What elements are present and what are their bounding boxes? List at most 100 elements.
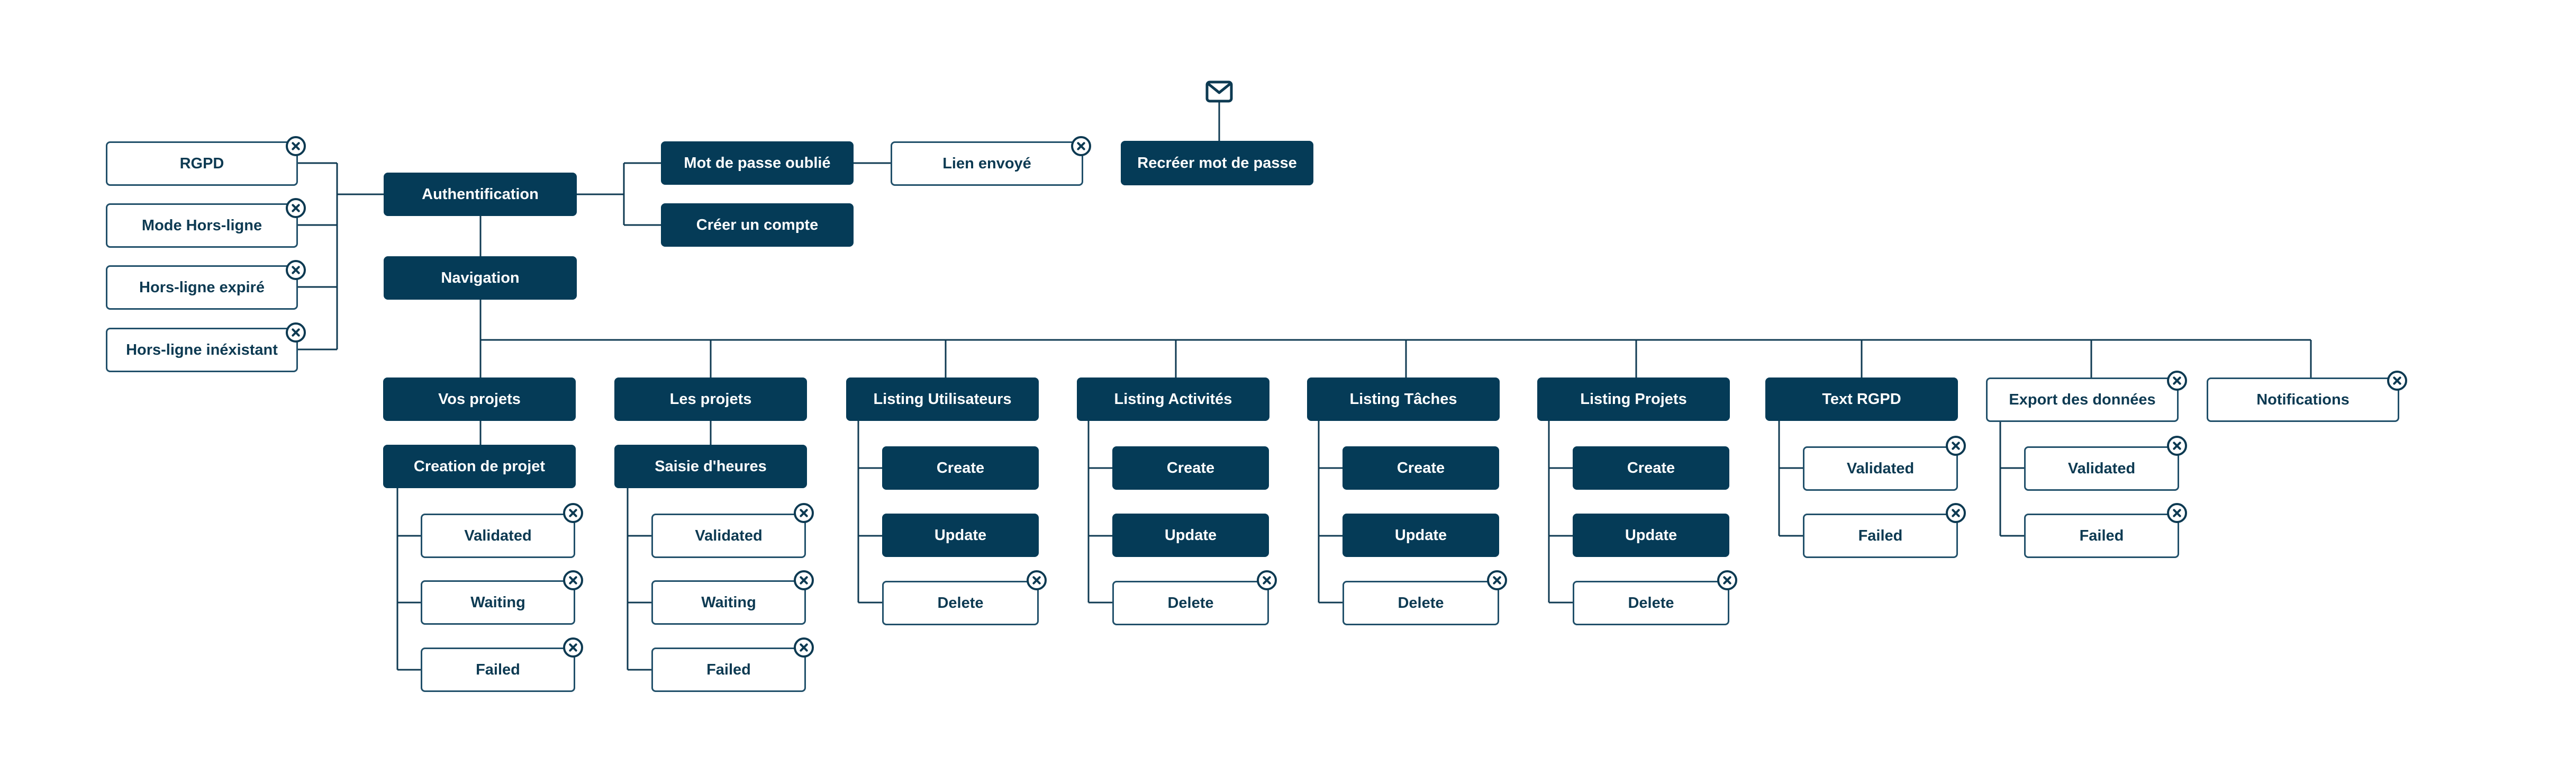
node-vos-projets: Vos projets xyxy=(383,377,576,421)
node-label: Update xyxy=(934,526,987,544)
node-label: Create xyxy=(936,459,985,477)
node-tr-validated: Validated xyxy=(1803,446,1958,491)
envelope-icon xyxy=(1205,80,1233,103)
node-label: Vos projets xyxy=(438,390,521,408)
node-label: Saisie d'heures xyxy=(655,457,767,475)
node-creation-de-projet: Creation de projet xyxy=(383,445,576,488)
node-listing-projets: Listing Projets xyxy=(1537,377,1730,421)
node-lu-create: Create xyxy=(882,446,1039,490)
close-circle-icon xyxy=(563,503,583,523)
close-circle-icon xyxy=(2387,371,2407,391)
node-navigation: Navigation xyxy=(384,256,577,300)
close-circle-icon xyxy=(1717,570,1737,590)
node-lien-envoye: Lien envoyé xyxy=(891,141,1083,186)
node-les-projets: Les projets xyxy=(614,377,807,421)
close-circle-icon xyxy=(794,503,814,523)
node-label: Authentification xyxy=(422,185,539,203)
node-label: Listing Tâches xyxy=(1349,390,1457,408)
node-label: Validated xyxy=(1846,460,1915,477)
node-label: Failed xyxy=(2079,527,2124,544)
node-label: Listing Projets xyxy=(1580,390,1687,408)
close-circle-icon xyxy=(286,260,306,280)
node-label: Lien envoyé xyxy=(942,155,1031,172)
close-circle-icon xyxy=(286,198,306,218)
node-recreer-mot-de-passe: Recréer mot de passe xyxy=(1121,141,1313,185)
node-label: Validated xyxy=(2067,460,2136,477)
node-ed-validated: Validated xyxy=(2024,446,2179,491)
node-lt-update: Update xyxy=(1343,514,1499,557)
node-vp-failed: Failed xyxy=(421,648,575,692)
node-lpr-create: Create xyxy=(1573,446,1729,490)
close-circle-icon xyxy=(1946,503,1966,523)
node-lp-validated: Validated xyxy=(651,514,806,558)
node-lpr-update: Update xyxy=(1573,514,1729,557)
node-creer-un-compte: Créer un compte xyxy=(661,203,854,247)
node-listing-taches: Listing Tâches xyxy=(1307,377,1500,421)
node-label: Update xyxy=(1625,526,1677,544)
node-label: Create xyxy=(1627,459,1675,477)
node-rgpd: RGPD xyxy=(106,141,298,186)
node-label: Update xyxy=(1164,526,1217,544)
node-vp-waiting: Waiting xyxy=(421,580,575,625)
close-circle-icon xyxy=(563,570,583,590)
node-label: Update xyxy=(1394,526,1447,544)
node-tr-failed: Failed xyxy=(1803,514,1958,558)
node-label: Waiting xyxy=(470,594,525,611)
close-circle-icon xyxy=(2167,436,2187,456)
close-circle-icon xyxy=(1487,570,1507,590)
node-label: Failed xyxy=(476,661,520,678)
node-label: Text RGPD xyxy=(1822,390,1901,408)
node-la-update: Update xyxy=(1112,514,1269,557)
node-hors-ligne-inexistant: Hors-ligne inéxistant xyxy=(106,328,298,372)
node-label: Failed xyxy=(1858,527,1903,544)
close-circle-icon xyxy=(286,136,306,156)
node-export-donnees: Export des données xyxy=(1986,377,2179,422)
node-label: Failed xyxy=(706,661,751,678)
node-label: Creation de projet xyxy=(413,457,546,475)
node-lu-update: Update xyxy=(882,514,1039,557)
node-notifications: Notifications xyxy=(2207,377,2399,422)
close-circle-icon xyxy=(1071,136,1091,156)
node-lt-create: Create xyxy=(1343,446,1499,490)
node-lu-delete: Delete xyxy=(882,581,1039,625)
node-label: RGPD xyxy=(179,155,224,172)
close-circle-icon xyxy=(794,570,814,590)
node-label: Notifications xyxy=(2256,391,2350,408)
node-mot-de-passe-oublie: Mot de passe oublié xyxy=(661,141,854,185)
node-label: Créer un compte xyxy=(696,216,819,233)
node-text-rgpd: Text RGPD xyxy=(1765,377,1958,421)
node-label: Validated xyxy=(695,527,763,544)
node-label: Create xyxy=(1396,459,1445,477)
node-mode-hors-ligne: Mode Hors-ligne xyxy=(106,203,298,248)
node-hors-ligne-expire: Hors-ligne expiré xyxy=(106,265,298,310)
node-label: Recréer mot de passe xyxy=(1137,154,1297,172)
close-circle-icon xyxy=(1027,570,1047,590)
node-la-delete: Delete xyxy=(1112,581,1269,625)
node-la-create: Create xyxy=(1112,446,1269,490)
node-label: Les projets xyxy=(669,390,752,408)
close-circle-icon xyxy=(286,322,306,343)
node-lp-failed: Failed xyxy=(651,648,806,692)
node-label: Validated xyxy=(464,527,532,544)
node-label: Listing Utilisateurs xyxy=(873,390,1012,408)
node-listing-activites: Listing Activités xyxy=(1077,377,1269,421)
node-authentification: Authentification xyxy=(384,173,577,216)
close-circle-icon xyxy=(563,637,583,658)
node-label: Delete xyxy=(937,594,984,612)
close-circle-icon xyxy=(794,637,814,658)
node-label: Hors-ligne expiré xyxy=(139,278,265,296)
node-saisie-heures: Saisie d'heures xyxy=(614,445,807,488)
node-label: Hors-ligne inéxistant xyxy=(126,341,278,358)
node-vp-validated: Validated xyxy=(421,514,575,558)
node-label: Waiting xyxy=(701,594,756,611)
close-circle-icon xyxy=(2167,503,2187,523)
node-lp-waiting: Waiting xyxy=(651,580,806,625)
node-ed-failed: Failed xyxy=(2024,514,2179,558)
node-label: Delete xyxy=(1167,594,1214,612)
close-circle-icon xyxy=(2167,371,2187,391)
node-label: Export des données xyxy=(2009,391,2156,408)
close-circle-icon xyxy=(1257,570,1277,590)
close-circle-icon xyxy=(1946,436,1966,456)
